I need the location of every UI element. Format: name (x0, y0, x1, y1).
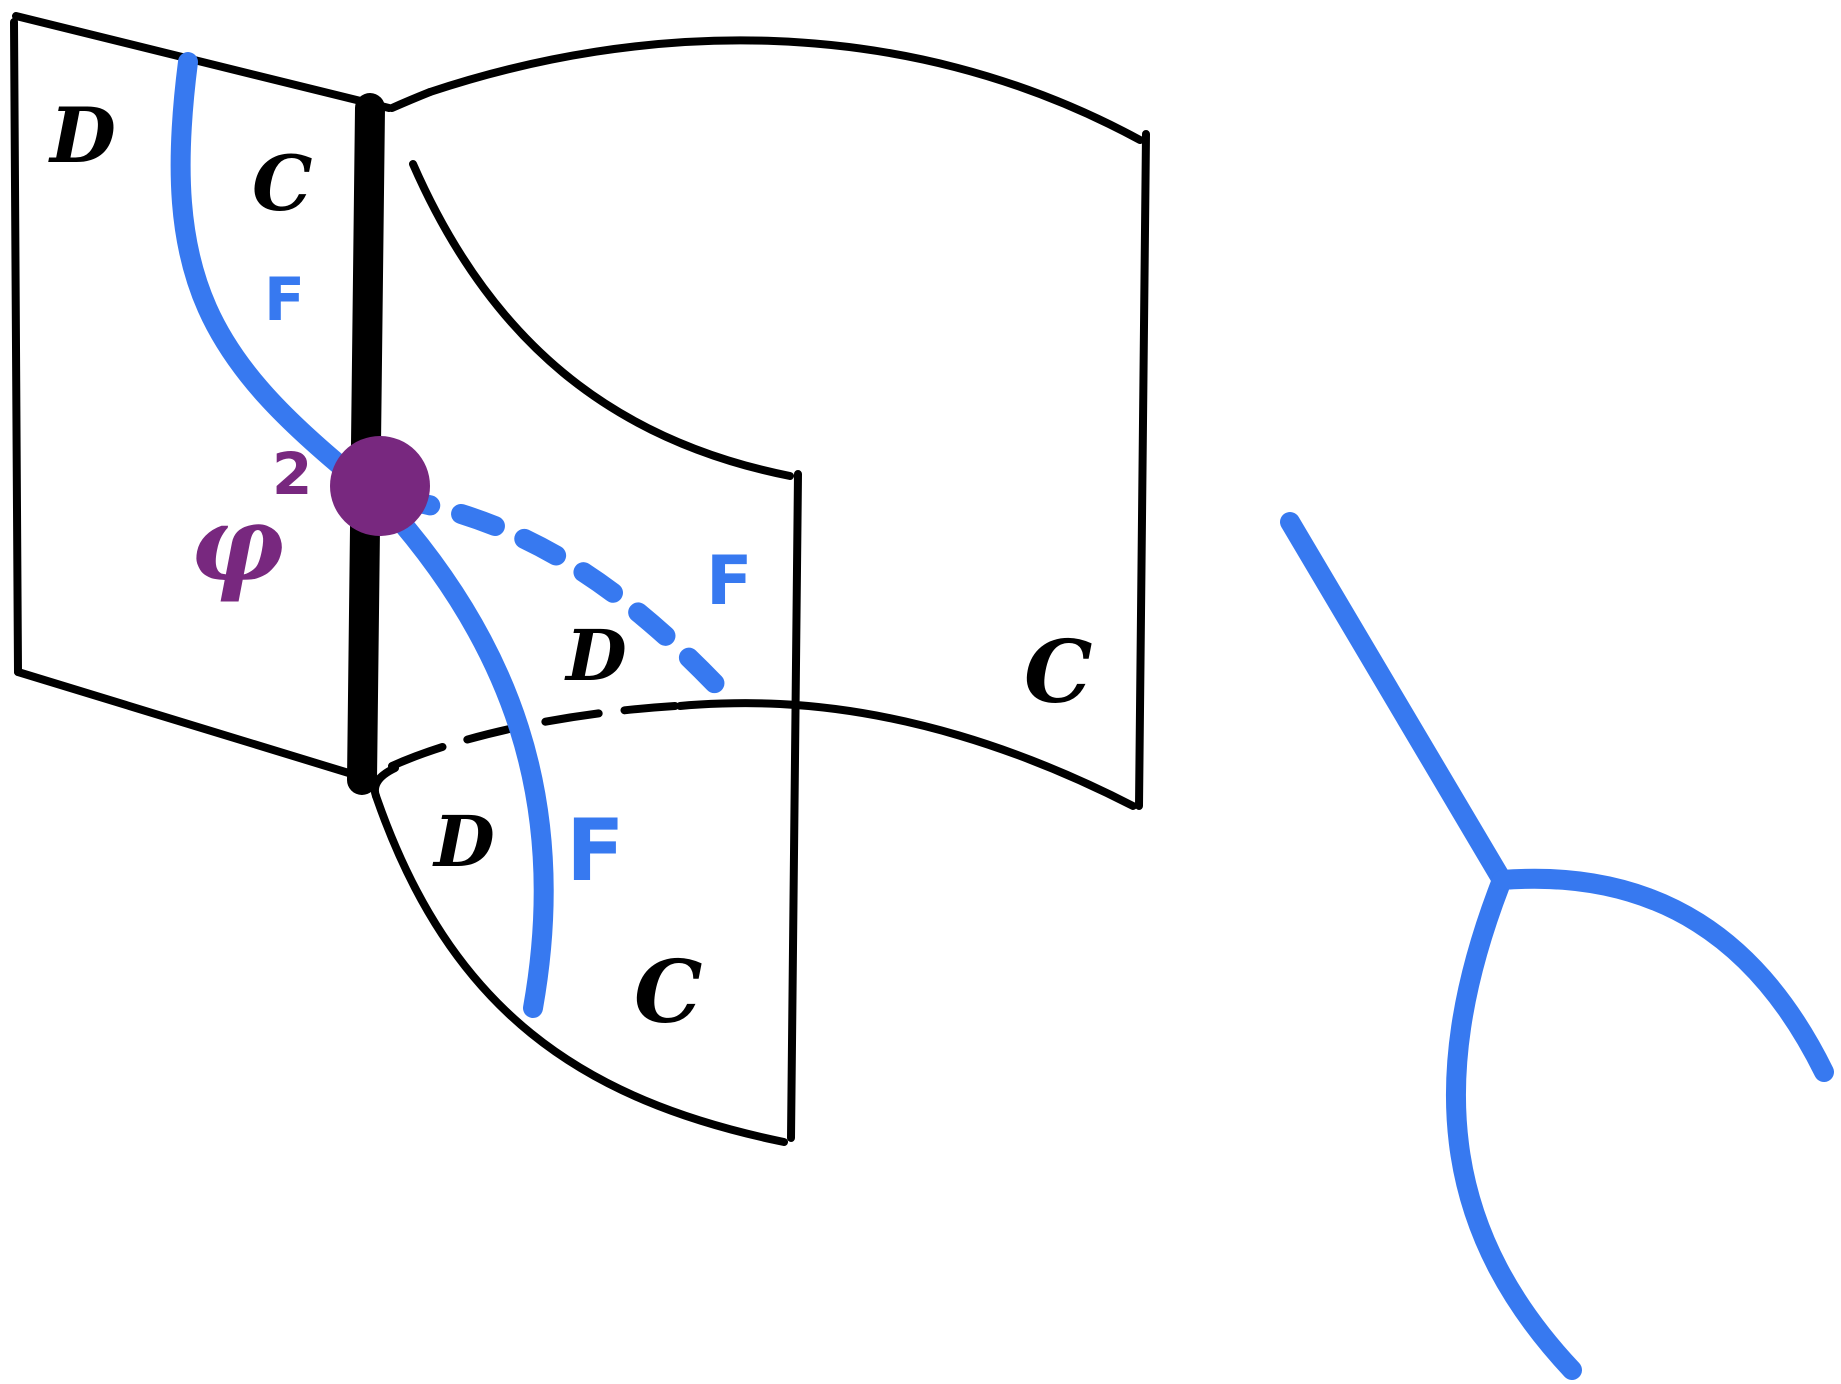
upper-right-sheet (388, 36, 1150, 810)
lower-sheet (370, 470, 802, 1146)
label-c-bottom: C (634, 942, 702, 1043)
left-sheet (10, 12, 393, 778)
vertex-dot (330, 436, 430, 536)
dashed-hidden-edge (388, 702, 679, 770)
label-c-top: C (252, 139, 313, 228)
blue-wires (170, 52, 746, 1018)
wire-bottom (370, 488, 554, 1018)
label-d-top-left: D (48, 91, 116, 180)
label-d-bottom: D (432, 800, 495, 883)
label-phi-exponent: 2 (272, 440, 312, 508)
wire-dotted (385, 488, 746, 716)
label-phi: φ (190, 482, 284, 605)
label-f-top: F (264, 265, 305, 335)
label-f-bottom: F (566, 801, 625, 901)
label-c-right: C (1024, 622, 1092, 723)
label-d-middle: D (564, 614, 627, 697)
trivalent-tree (1280, 512, 1834, 1380)
wire-top (170, 52, 370, 492)
label-f-dotted: F (706, 542, 752, 621)
labels: D C F φ 2 F D C D F C (48, 91, 1092, 1043)
